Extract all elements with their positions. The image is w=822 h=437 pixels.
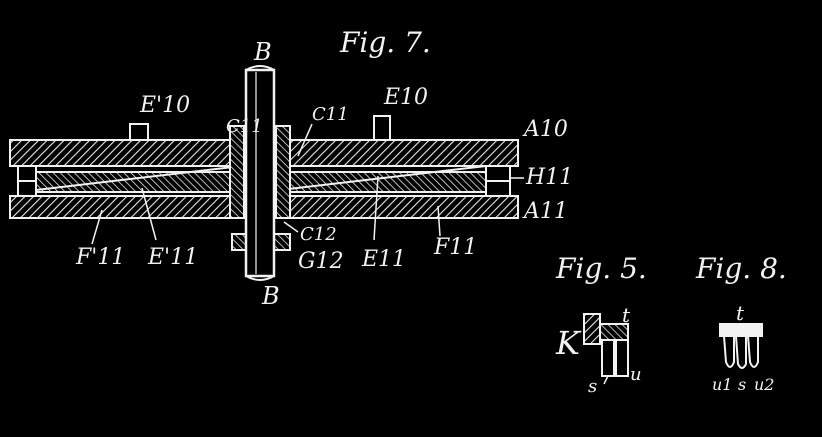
label-h11: H11 <box>525 165 573 190</box>
label-c12: C12 <box>300 224 337 245</box>
shaft-b <box>244 68 276 278</box>
disc-f11 <box>279 171 491 193</box>
label-f11: F11 <box>433 235 477 260</box>
fig5-post-u <box>615 339 629 377</box>
fig5-label-u: u <box>630 364 642 385</box>
label-c11-left: C11 <box>226 116 263 137</box>
fig7-title: Fig. 7. <box>339 26 431 59</box>
fig5-post-s <box>601 339 615 377</box>
fig8-head <box>719 323 763 337</box>
fig5-title: Fig. 5. <box>555 252 647 285</box>
boss-e10p <box>129 123 149 141</box>
boss-e10 <box>373 115 391 141</box>
fig8-label-u2: u2 <box>754 375 774 394</box>
fig8-prong-left <box>723 335 735 368</box>
fig8-label-t: t <box>736 301 745 325</box>
fig8-title: Fig. 8. <box>695 252 787 285</box>
label-b-bottom: B <box>261 282 280 310</box>
fig5-body <box>583 313 601 345</box>
fig8-drawing <box>719 323 763 369</box>
collar-c11-left <box>229 125 245 219</box>
fig8-label-s: s <box>738 375 746 394</box>
label-e10p: E'10 <box>139 93 190 118</box>
label-a11: A11 <box>522 199 568 224</box>
fig5-label-t: t <box>622 303 631 327</box>
label-f11p: F'11 <box>75 245 125 270</box>
label-b-top: B <box>253 38 272 66</box>
label-a10: A10 <box>522 117 568 142</box>
fig5-drawing <box>583 313 629 385</box>
label-e10: E10 <box>383 85 428 110</box>
collar-c11-right <box>275 125 291 219</box>
label-g12: G12 <box>298 249 344 274</box>
fig8-prong-right <box>747 335 759 368</box>
fig7-drawing <box>9 65 524 281</box>
fig5-label-s: s <box>588 376 597 397</box>
plate-e11-edge <box>35 165 243 191</box>
disc-f11p <box>25 171 245 193</box>
fig8-label-u1: u1 <box>712 375 732 394</box>
label-e11p: E'11 <box>147 245 198 270</box>
label-e11: E11 <box>361 247 406 272</box>
label-c11-right: C11 <box>312 104 349 125</box>
fig5-label-k: K <box>555 324 582 362</box>
fig8-prong-mid <box>735 335 747 369</box>
